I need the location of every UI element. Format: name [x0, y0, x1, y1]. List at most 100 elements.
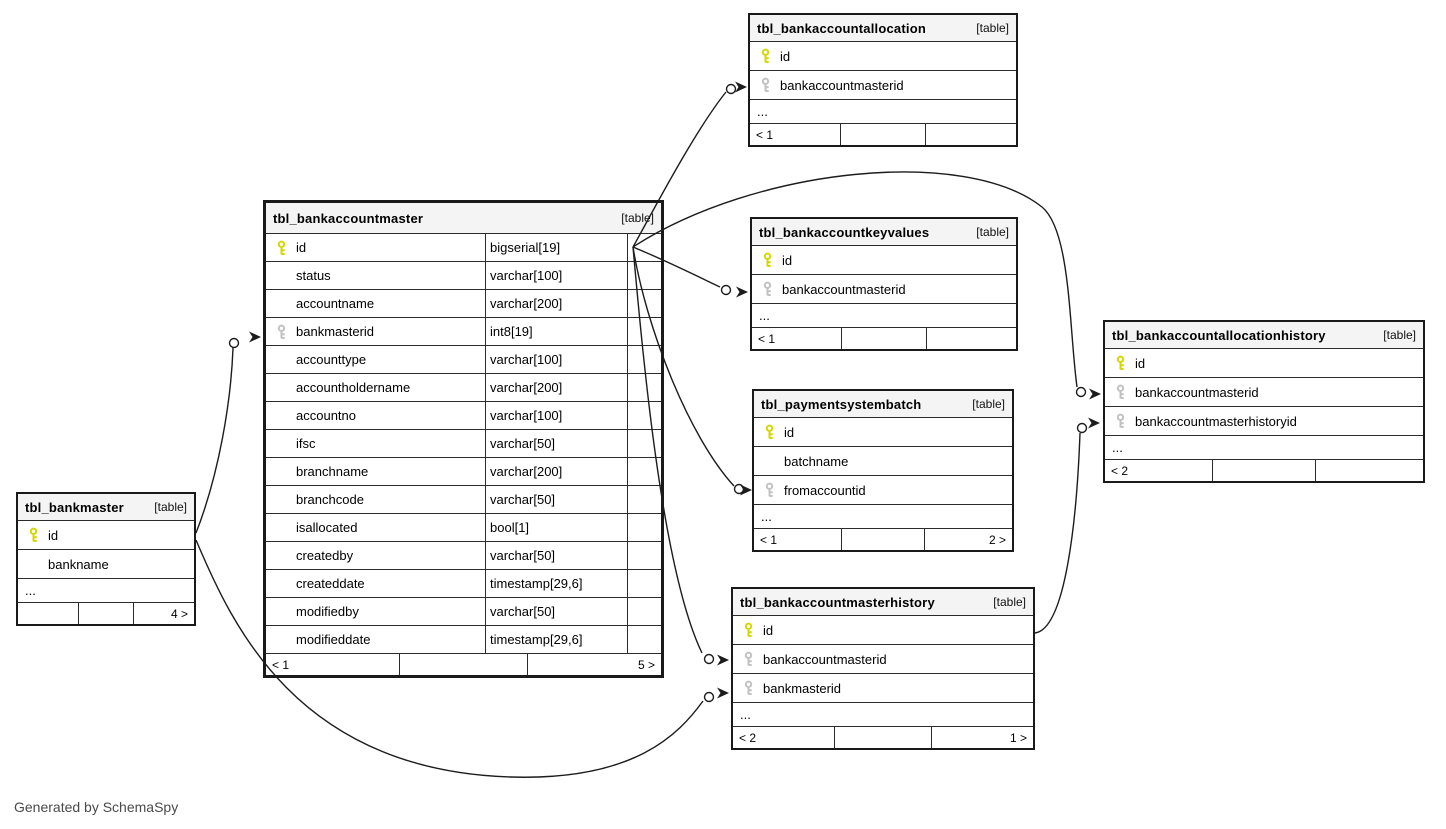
edge-gutter	[627, 402, 661, 429]
column-name: id	[784, 424, 795, 440]
column-row: id	[1105, 348, 1423, 377]
generated-by-note: Generated by SchemaSpy	[14, 799, 179, 815]
column-name: accounttype	[296, 352, 367, 367]
column-row: isallocated bool[1]	[266, 513, 661, 541]
arrowhead	[740, 484, 752, 496]
table-type-tag: [table]	[621, 211, 654, 225]
column-type: varchar[50]	[490, 548, 556, 563]
footer-cell	[399, 654, 527, 675]
column-row: id	[733, 615, 1033, 644]
arrowhead	[736, 286, 748, 298]
footer-parents-count: 2 >	[923, 529, 1012, 550]
table-node-tbl-bankaccountallocation[interactable]: tbl_bankaccountallocation [table] id ban…	[748, 13, 1018, 147]
column-row: accountname varchar[200]	[266, 289, 661, 317]
column-type: bigserial[19]	[490, 240, 561, 255]
column-row: bankaccountmasterid	[733, 644, 1033, 673]
table-node-tbl-bankmaster[interactable]: tbl_bankmaster [table] id bankname ... 4…	[16, 492, 196, 626]
footer-cell	[78, 603, 133, 624]
footer-parents-count: 1 >	[930, 727, 1033, 748]
column-name: id	[48, 527, 59, 543]
table-header: tbl_paymentsystembatch [table]	[754, 391, 1012, 417]
column-name: modifiedby	[296, 604, 359, 619]
column-row: batchname	[754, 446, 1012, 475]
table-name: tbl_bankmaster	[25, 499, 124, 515]
table-node-tbl-bankaccountkeyvalues[interactable]: tbl_bankaccountkeyvalues [table] id bank…	[750, 217, 1018, 351]
foreign-key-icon	[733, 651, 763, 667]
column-row: id	[18, 520, 194, 549]
footer-cell	[840, 124, 925, 145]
column-name: accountholdername	[296, 380, 411, 395]
column-name: id	[782, 252, 793, 268]
table-footer: < 2	[1105, 459, 1423, 481]
column-type: varchar[50]	[490, 604, 556, 619]
column-row: ifsc varchar[50]	[266, 429, 661, 457]
column-name: id	[763, 622, 774, 638]
more-columns-ellipsis: ...	[754, 504, 1012, 528]
footer-cell	[1212, 460, 1314, 481]
table-node-tbl-bankaccountmasterhistory[interactable]: tbl_bankaccountmasterhistory [table] id …	[731, 587, 1035, 750]
column-row: createddate timestamp[29,6]	[266, 569, 661, 597]
footer-parents-count	[925, 124, 1016, 145]
footer-children-count: < 1	[756, 127, 774, 142]
more-columns-ellipsis: ...	[733, 702, 1033, 726]
more-columns-ellipsis: ...	[750, 99, 1016, 123]
table-footer: < 1 2 >	[754, 528, 1012, 550]
edge-gutter	[627, 598, 661, 625]
column-name: id	[1135, 355, 1146, 371]
footer-children-count: < 1	[272, 657, 290, 672]
footer-parents-count: 5 >	[527, 654, 661, 675]
column-row: createdby varchar[50]	[266, 541, 661, 569]
zero-one-endpoint	[1076, 422, 1088, 434]
zero-one-endpoint	[720, 284, 732, 296]
column-row: branchname varchar[200]	[266, 457, 661, 485]
footer-children-count: < 2	[1111, 463, 1129, 478]
column-type: varchar[50]	[490, 436, 556, 451]
table-name: tbl_bankaccountallocation	[757, 20, 926, 36]
arrowhead	[735, 81, 747, 93]
primary-key-icon	[752, 252, 782, 268]
foreign-key-icon	[752, 281, 782, 297]
primary-key-icon	[754, 424, 784, 440]
table-node-tbl-paymentsystembatch[interactable]: tbl_paymentsystembatch [table] id batchn…	[752, 389, 1014, 552]
table-footer: < 1	[750, 123, 1016, 145]
column-name: fromaccountid	[784, 482, 866, 498]
edge-gutter	[627, 290, 661, 317]
edge-gutter	[627, 570, 661, 597]
column-name: bankaccountmasterid	[763, 651, 887, 667]
table-header: tbl_bankaccountmaster [table]	[266, 203, 661, 233]
table-header: tbl_bankaccountkeyvalues [table]	[752, 219, 1016, 245]
zero-one-endpoint	[703, 653, 715, 665]
table-header: tbl_bankaccountallocationhistory [table]	[1105, 322, 1423, 348]
foreign-key-icon	[266, 324, 296, 340]
primary-key-icon	[750, 48, 780, 64]
table-type-tag: [table]	[1383, 328, 1416, 342]
column-row: bankmasterid int8[19]	[266, 317, 661, 345]
more-columns-ellipsis: ...	[752, 303, 1016, 327]
table-type-tag: [table]	[154, 500, 187, 514]
column-name: bankmasterid	[763, 680, 842, 696]
column-name: status	[296, 268, 331, 283]
table-node-tbl-bankaccountmaster[interactable]: tbl_bankaccountmaster [table] id bigseri…	[263, 200, 664, 678]
edge-gutter	[627, 514, 661, 541]
edge-gutter	[627, 486, 661, 513]
column-name: branchname	[296, 464, 369, 479]
column-type: varchar[100]	[490, 408, 563, 423]
zero-one-endpoint	[228, 337, 240, 349]
table-footer: < 1 5 >	[266, 653, 661, 675]
table-header: tbl_bankaccountmasterhistory [table]	[733, 589, 1033, 615]
footer-parents-count	[1314, 460, 1423, 481]
column-row: fromaccountid	[754, 475, 1012, 504]
column-type: varchar[100]	[490, 268, 563, 283]
column-row: bankaccountmasterid	[750, 70, 1016, 99]
zero-one-endpoint	[725, 83, 737, 95]
table-name: tbl_bankaccountmaster	[273, 210, 424, 226]
column-row: accountholdername varchar[200]	[266, 373, 661, 401]
primary-key-icon	[266, 240, 296, 256]
column-type: varchar[200]	[490, 380, 563, 395]
table-node-tbl-bankaccountallocationhistory[interactable]: tbl_bankaccountallocationhistory [table]…	[1103, 320, 1425, 483]
column-row: bankaccountmasterid	[752, 274, 1016, 303]
column-name: isallocated	[296, 520, 358, 535]
column-name: bankaccountmasterhistoryid	[1135, 413, 1297, 429]
edge-gutter	[627, 262, 661, 289]
column-type: int8[19]	[490, 324, 533, 339]
